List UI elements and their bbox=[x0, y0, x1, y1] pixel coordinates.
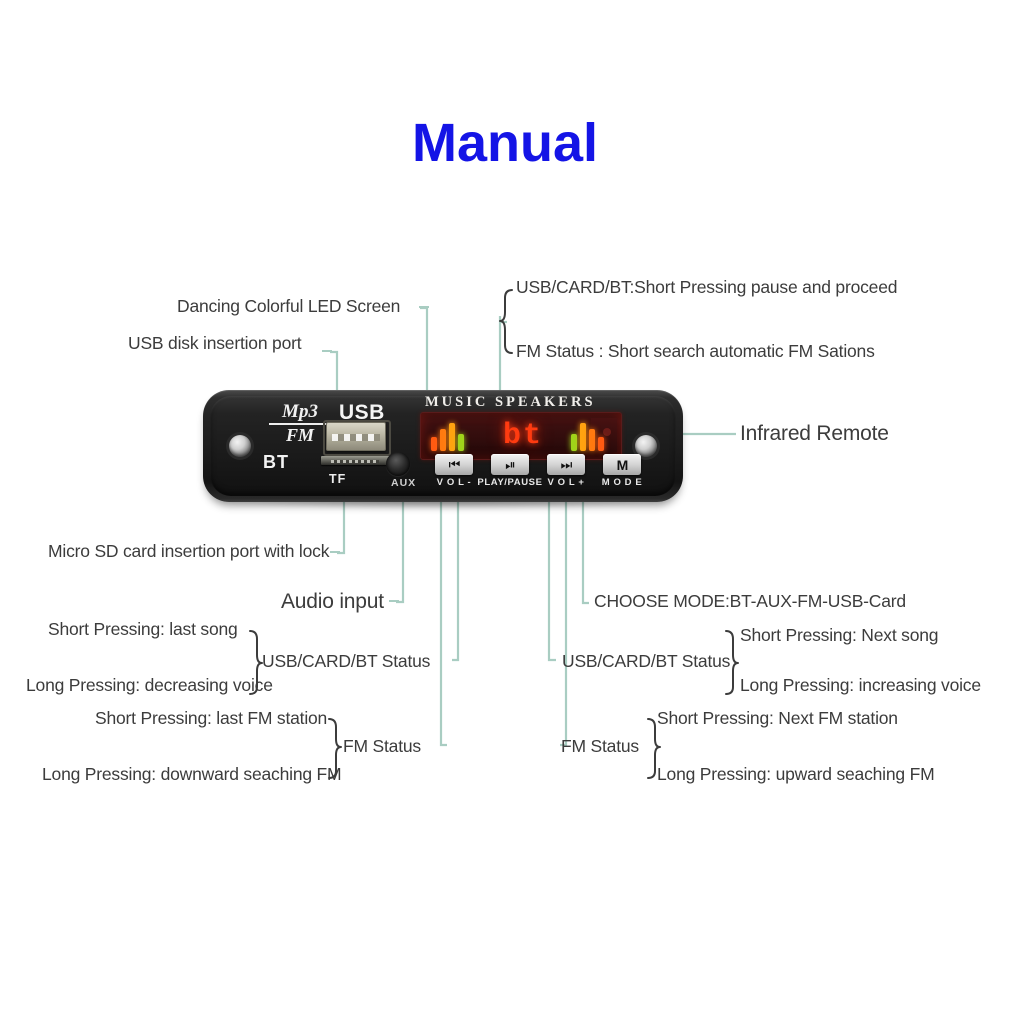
brand-logo: Mp3 FM bbox=[269, 402, 331, 444]
usb-port-icon[interactable] bbox=[326, 422, 386, 451]
aux-label: AUX bbox=[391, 477, 417, 489]
label-vol-minus-short-fm: Short Pressing: last FM station bbox=[95, 708, 328, 728]
brace-left-group bbox=[452, 661, 464, 747]
label-usb-port: USB disk insertion port bbox=[128, 333, 302, 353]
leader-vol-minus-fm bbox=[439, 494, 447, 747]
label-vol-plus-long-fm: Long Pressing: upward seaching FM bbox=[657, 764, 935, 784]
label-led-screen: Dancing Colorful LED Screen bbox=[177, 296, 401, 316]
hook-led-screen bbox=[419, 306, 429, 308]
led-digits: bt bbox=[502, 419, 543, 453]
hook-usb-port bbox=[322, 350, 332, 352]
bt-label: BT bbox=[263, 452, 289, 472]
label-vol-minus-fm-status: FM Status bbox=[343, 736, 421, 756]
leader-vol-plus bbox=[547, 494, 556, 662]
prev-track-icon: ⏮ bbox=[448, 457, 461, 472]
next-track-icon: ⏭ bbox=[560, 457, 573, 472]
leader-vol-minus bbox=[452, 494, 460, 662]
leader-choose-mode bbox=[581, 495, 589, 605]
infrared-receiver-icon bbox=[603, 428, 611, 436]
label-vol-minus-short-song: Short Pressing: last song bbox=[48, 619, 238, 639]
page-title: Manual bbox=[411, 113, 599, 173]
brand-bottom-label: FM bbox=[285, 425, 314, 445]
leader-vol-plus-fm bbox=[560, 494, 568, 747]
label-vol-plus-long-voice: Long Pressing: increasing voice bbox=[740, 675, 981, 695]
usb-label: USB bbox=[339, 401, 385, 424]
label-vol-plus-fm-status: FM Status bbox=[561, 736, 639, 756]
label-vol-plus-short-fm: Short Pressing: Next FM station bbox=[657, 708, 898, 728]
tf-card-slot[interactable] bbox=[321, 456, 393, 465]
play-pause-caption: PLAY/PAUSE bbox=[477, 477, 543, 488]
brand-top-label: Mp3 bbox=[282, 401, 318, 422]
brand-divider bbox=[269, 423, 331, 425]
mounting-hole-right bbox=[635, 435, 657, 457]
mode-caption: M O D E bbox=[601, 477, 643, 488]
label-micro-sd: Micro SD card insertion port with lock bbox=[48, 541, 330, 561]
play-pause-button[interactable]: ⏯ bbox=[491, 454, 529, 475]
equalizer-right-icon bbox=[569, 421, 613, 451]
board-body: Mp3 FM USB BT TF AUX MUSIC SPEAKERS bbox=[203, 390, 683, 502]
screen-banner-text: MUSIC SPEAKERS bbox=[425, 394, 596, 410]
label-vol-plus-usb-status: USB/CARD/BT Status bbox=[562, 651, 731, 671]
label-vol-minus-long-fm: Long Pressing: downward seaching FM bbox=[42, 764, 342, 784]
vol-minus-caption: V O L - bbox=[436, 477, 472, 488]
mode-button[interactable]: M bbox=[603, 454, 641, 475]
hook-audio-input bbox=[389, 600, 399, 602]
label-infrared-remote: Infrared Remote bbox=[740, 422, 889, 445]
label-choose-mode: CHOOSE MODE:BT-AUX-FM-USB-Card bbox=[594, 591, 906, 611]
label-audio-input: Audio input bbox=[281, 590, 384, 613]
brace-playpause bbox=[499, 289, 513, 354]
vol-plus-button[interactable]: ⏭ bbox=[547, 454, 585, 475]
label-vol-minus-long-voice: Long Pressing: decreasing voice bbox=[26, 675, 273, 695]
vol-plus-caption: V O L + bbox=[547, 477, 585, 488]
vol-minus-button[interactable]: ⏮ bbox=[435, 454, 473, 475]
label-vol-plus-short-song: Short Pressing: Next song bbox=[740, 625, 939, 645]
play-pause-icon: ⏯ bbox=[505, 457, 515, 472]
mounting-hole-left bbox=[229, 435, 251, 457]
mp3-decoder-board: Mp3 FM USB BT TF AUX MUSIC SPEAKERS bbox=[203, 390, 683, 510]
equalizer-left-icon bbox=[429, 421, 473, 451]
label-vol-minus-usb-status: USB/CARD/BT Status bbox=[262, 651, 431, 671]
aux-jack[interactable] bbox=[386, 452, 410, 476]
usb-port-bezel bbox=[323, 420, 391, 456]
led-display: bt bbox=[420, 412, 622, 460]
tf-label: TF bbox=[329, 472, 347, 486]
mode-letter-icon: M bbox=[616, 456, 629, 473]
label-playpause-fm: FM Status : Short search automatic FM Sa… bbox=[516, 341, 875, 361]
hook-microsd bbox=[330, 551, 340, 553]
label-playpause-usb: USB/CARD/BT:Short Pressing pause and pro… bbox=[516, 277, 898, 297]
